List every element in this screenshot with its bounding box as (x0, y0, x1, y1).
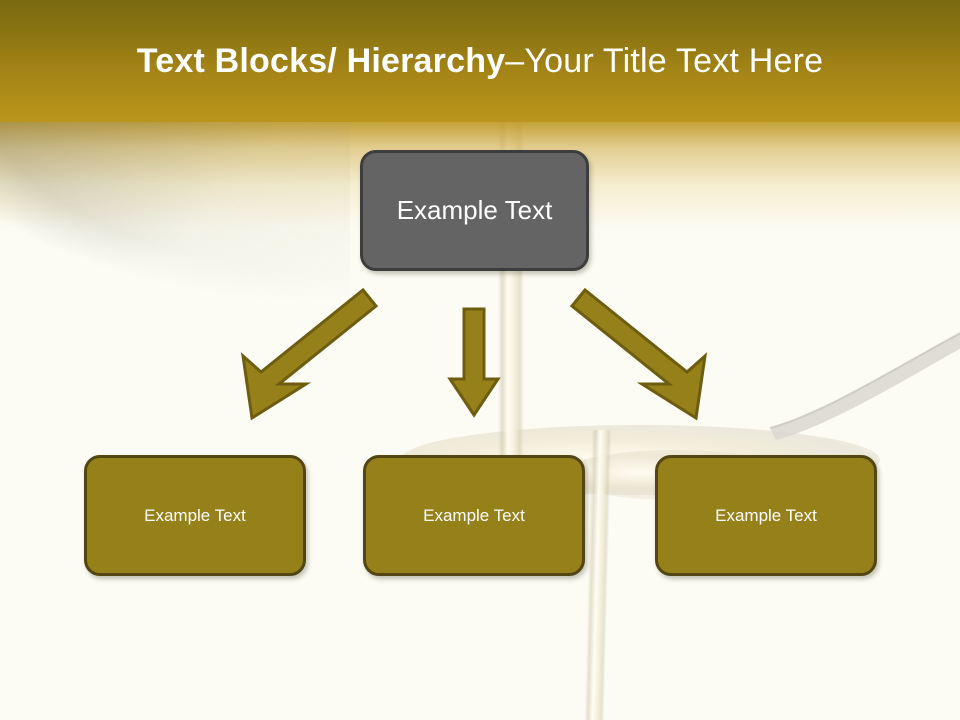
title-dash: – (505, 41, 525, 80)
arrow-down-right-icon (569, 287, 708, 421)
title-regular-part: Your Title Text Here (524, 41, 824, 80)
arrow-down-left-icon (240, 287, 379, 421)
node-child-2-label: Example Text (423, 505, 525, 525)
honey-stream-lower (584, 430, 612, 720)
node-child-2[interactable]: Example Text (363, 455, 585, 576)
node-child-3-label: Example Text (715, 505, 817, 525)
arrow-down-icon (447, 307, 501, 418)
title-bold-part: Text Blocks/ Hierarchy (136, 41, 506, 80)
node-child-1-label: Example Text (144, 505, 246, 525)
spoon-handle-icon (770, 332, 960, 440)
node-child-3[interactable]: Example Text (655, 455, 877, 576)
node-child-1[interactable]: Example Text (84, 455, 306, 576)
node-root-label: Example Text (396, 195, 553, 225)
page-title: Text Blocks/ Hierarchy – Your Title Text… (0, 0, 960, 122)
node-root[interactable]: Example Text (360, 150, 589, 271)
title-band (0, 0, 960, 122)
